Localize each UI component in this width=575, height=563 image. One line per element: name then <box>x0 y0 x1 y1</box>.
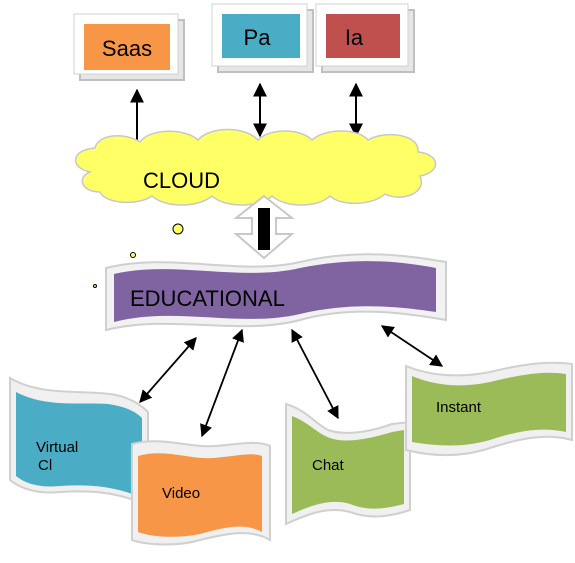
hub-chat-arrow <box>291 328 339 420</box>
hub-video-arrow <box>200 328 244 438</box>
virtual-label: Virtual <box>36 439 78 456</box>
cloud-label: CLOUD <box>143 168 220 193</box>
hub-instant-arrow <box>380 325 444 367</box>
cloud-education-big-arrow <box>233 194 295 260</box>
virtual-sublabel: Cl <box>38 457 52 474</box>
thought-bubble-large <box>172 223 184 235</box>
chat-label: Chat <box>312 457 345 474</box>
saas-box: Saas <box>73 13 185 81</box>
saas-label: Saas <box>102 36 152 61</box>
instant-label: Instant <box>436 399 482 416</box>
thought-bubble-small <box>93 284 97 288</box>
video-label: Video <box>162 485 200 502</box>
cloud-shape: CLOUD <box>74 128 437 206</box>
hub-virtual-arrow <box>139 337 197 403</box>
educational-banner: EDUCATIONAL <box>105 253 447 332</box>
chat-flag: Chat <box>285 402 411 526</box>
video-flag: Video <box>131 440 271 546</box>
thought-bubble-medium <box>130 252 136 258</box>
virtual-flag: Virtual Cl <box>9 376 149 508</box>
educational-label: EDUCATIONAL <box>130 286 285 311</box>
paas-box: Pa <box>211 3 314 73</box>
paas-label: Pa <box>244 25 272 50</box>
iaas-box: Ia <box>315 3 415 73</box>
instant-flag: Instant <box>405 361 573 456</box>
iaas-label: Ia <box>345 25 364 50</box>
